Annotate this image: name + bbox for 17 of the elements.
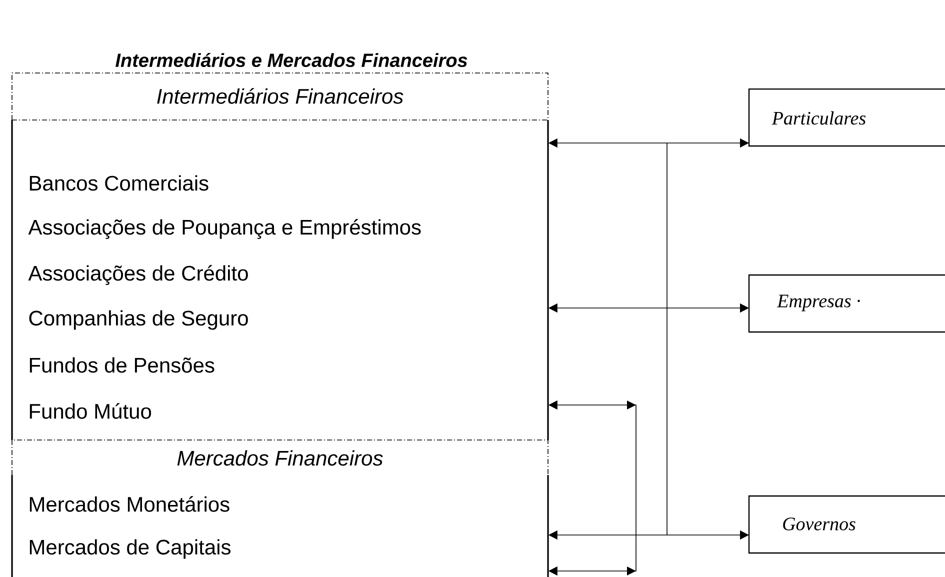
box-heading: Mercados Financeiros [177, 450, 383, 466]
box-heading: Intermediários Financeiros [157, 88, 404, 104]
list-box [11, 72, 549, 440]
entity-box: Governos [748, 495, 945, 554]
entity-box: Empresas · [748, 274, 945, 333]
list-item: Fundos de Pensões [30, 357, 214, 373]
list-item: Associações de Crédito [28, 265, 248, 285]
title: Intermediários e Mercados Financeiros [116, 52, 468, 68]
list-item: Companhias de Seguro [29, 310, 248, 330]
list-item: Associações de Poupança e Empréstimos [28, 219, 421, 239]
list-box [11, 440, 549, 577]
list-item: Bancos Comerciais [30, 175, 208, 191]
list-item: Mercados Monetários [30, 496, 230, 512]
list-item: Mercados de Capitais [30, 539, 230, 559]
entity-box: Particulares [748, 88, 945, 147]
connector-line [666, 142, 668, 536]
list-item: Fundo Mútuo [30, 403, 152, 419]
